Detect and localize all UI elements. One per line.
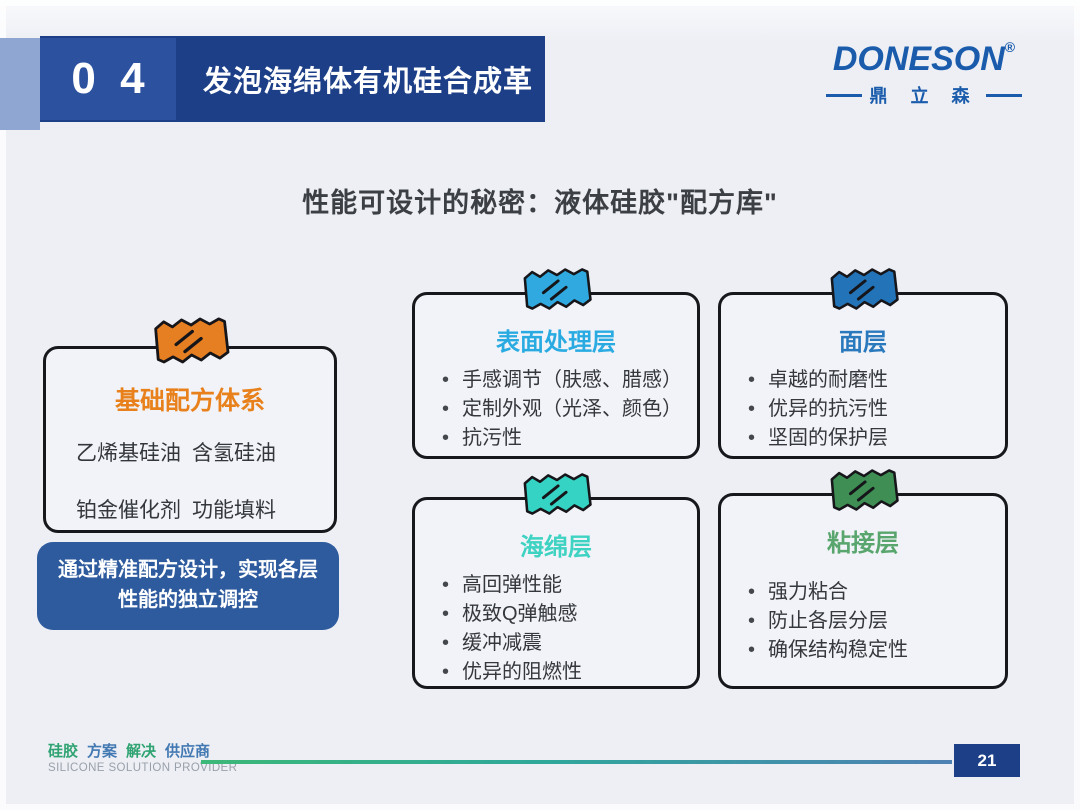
- bond-card-title: 粘接层: [827, 530, 899, 557]
- base-card-items: 乙烯基硅油 含氢硅油 铂金催化剂 功能填料: [46, 417, 334, 524]
- section-number: 0 4: [71, 54, 151, 103]
- tape-icon: [154, 317, 230, 364]
- header-bar: 0 4 发泡海绵体有机硅合成革: [40, 36, 545, 122]
- bullet-item: 防止各层分层: [741, 607, 993, 636]
- surface-card-bullets: 手感调节（肤感、腊感） 定制外观（光泽、颜色） 抗污性: [415, 366, 697, 453]
- base-formula-card: 基础配方体系 乙烯基硅油 含氢硅油 铂金催化剂 功能填料: [43, 317, 337, 533]
- surface-card-title: 表面处理层: [496, 329, 616, 356]
- design-note-box: 通过精准配方设计，实现各层性能的独立调控: [37, 542, 339, 630]
- tagline-word: 供应商: [165, 743, 211, 760]
- logo-wordmark: DONESON®: [832, 39, 1016, 78]
- footer-tagline-cn: 硅胶 方案 解决 供应商: [48, 740, 237, 761]
- bullet-item: 确保结构稳定性: [741, 636, 993, 665]
- bullet-item: 极致Q弹触感: [435, 600, 685, 629]
- footer-divider-line: [201, 760, 952, 764]
- base-item: 含氢硅油: [192, 442, 276, 465]
- registered-trademark-icon: ®: [1004, 39, 1016, 55]
- tagline-word: 方案: [87, 743, 118, 760]
- section-title: 发泡海绵体有机硅合成革: [202, 66, 533, 98]
- bullet-item: 优异的阻燃性: [435, 658, 685, 687]
- tape-icon: [523, 473, 592, 515]
- logo-subtitle-row: 鼎 立 森: [824, 82, 1024, 108]
- bullet-item: 定制外观（光泽、颜色）: [435, 395, 685, 424]
- base-card-title: 基础配方体系: [114, 387, 265, 415]
- header-accent-strip: [0, 38, 40, 130]
- face-layer-card: 面层 卓越的耐磨性 优异的抗污性 坚固的保护层: [718, 268, 1008, 459]
- sponge-layer-card: 海绵层 高回弹性能 极致Q弹触感 缓冲减震 优异的阻燃性: [412, 473, 700, 689]
- logo-chinese-name: 鼎 立 森: [869, 86, 979, 107]
- tagline-word: 硅胶: [48, 743, 79, 760]
- bonding-layer-card: 粘接层 强力粘合 防止各层分层 确保结构稳定性: [718, 469, 1008, 689]
- slide-title: 性能可设计的秘密：液体硅胶"配方库": [302, 188, 778, 218]
- bullet-item: 手感调节（肤感、腊感）: [435, 366, 685, 395]
- logo-dash-right: [985, 93, 1022, 97]
- bullet-item: 坚固的保护层: [741, 424, 993, 453]
- section-number-panel: 0 4: [40, 38, 176, 120]
- logo-dash-left: [826, 93, 863, 97]
- tape-icon: [830, 469, 899, 511]
- tagline-word: 解决: [126, 743, 157, 760]
- bullet-item: 优异的抗污性: [741, 395, 993, 424]
- footer-tagline: 硅胶 方案 解决 供应商 SILICONE SOLUTION PROVIDER: [48, 740, 237, 774]
- base-item: 铂金催化剂: [76, 499, 181, 522]
- bullet-item: 缓冲减震: [435, 629, 685, 658]
- footer-tagline-en: SILICONE SOLUTION PROVIDER: [48, 762, 238, 774]
- sponge-card-title: 海绵层: [520, 534, 592, 561]
- bullet-item: 抗污性: [435, 424, 685, 453]
- tape-icon: [830, 268, 899, 310]
- surface-layer-card: 表面处理层 手感调节（肤感、腊感） 定制外观（光泽、颜色） 抗污性: [412, 268, 700, 459]
- sponge-card-bullets: 高回弹性能 极致Q弹触感 缓冲减震 优异的阻燃性: [415, 571, 697, 687]
- bullet-item: 高回弹性能: [435, 571, 685, 600]
- bond-card-bullets: 强力粘合 防止各层分层 确保结构稳定性: [721, 578, 1005, 665]
- face-card-title: 面层: [839, 329, 887, 356]
- base-item: 乙烯基硅油: [76, 442, 181, 465]
- page-number-badge: 21: [954, 744, 1020, 777]
- company-logo: DONESON® 鼎 立 森: [824, 39, 1024, 108]
- bullet-item: 强力粘合: [741, 578, 993, 607]
- bullet-item: 卓越的耐磨性: [741, 366, 993, 395]
- tape-icon: [523, 268, 592, 310]
- face-card-bullets: 卓越的耐磨性 优异的抗污性 坚固的保护层: [721, 366, 1005, 453]
- base-item: 功能填料: [192, 499, 276, 522]
